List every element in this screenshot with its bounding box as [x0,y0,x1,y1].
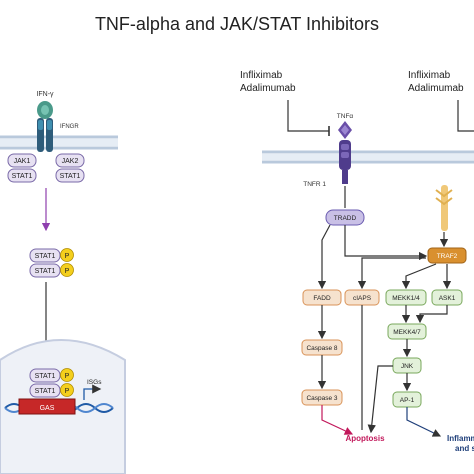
stat1-dimer-bottom: STAT1 P [29,263,74,278]
mekk14-node: MEKK1/4 [385,289,427,306]
svg-text:STAT1: STAT1 [12,173,33,180]
svg-text:TRAF2: TRAF2 [437,253,458,260]
svg-text:P: P [65,388,70,395]
traf2-node: TRAF2 [427,247,467,264]
tnfr2-receptor [435,185,453,231]
tnfr1-receptor [339,140,351,184]
svg-text:JAK2: JAK2 [62,158,79,165]
ap1-to-inflammation [406,407,442,437]
drug-label-left-2: Adalimumab [240,83,296,94]
inflammation-label-2: and s [455,444,474,453]
isgs-label: ISGs [87,379,102,386]
inhibition-line-right [457,100,474,132]
phospho-circle [60,248,74,262]
svg-text:cIAPS: cIAPS [353,295,372,302]
tnf-alpha-ligand [338,121,352,139]
ask1-node: ASK1 [431,289,463,306]
fadd-node: FADD [302,289,342,306]
caspase8-node: Caspase 8 [301,339,343,356]
svg-text:STAT1: STAT1 [60,173,81,180]
drug-label-right-2: Adalimumab [408,83,464,94]
ifn-gamma-ligand [37,101,53,119]
svg-text:FADD: FADD [313,295,331,302]
cell-membrane-left [0,135,118,150]
caspase3-node: Caspase 3 [301,389,343,406]
inflammation-label-1: Inflammation [447,434,474,443]
jak2-pill: JAK2 [55,153,85,168]
svg-text:JNK: JNK [401,363,414,370]
jak1-pill: JAK1 [7,153,37,168]
cell-membrane-right [262,150,474,164]
svg-text:STAT1: STAT1 [35,388,56,395]
svg-text:MEKK4/7: MEKK4/7 [393,329,421,336]
phospho-circle [60,368,74,382]
mekk47-node: MEKK4/7 [387,323,427,340]
tnf-alpha-label: TNFα [337,113,354,120]
stat1-dimer-top: STAT1 P [29,248,74,263]
ciaps-node: cIAPS [344,289,380,306]
svg-text:P: P [65,268,70,275]
svg-text:P: P [65,253,70,260]
tradd-to-fadd [317,224,331,290]
ifngr-receptor [37,118,53,152]
phospho-circle [60,263,74,277]
phospho-circle [60,383,74,397]
ifngr-label: IFNGR [60,124,79,130]
svg-text:STAT1: STAT1 [35,268,56,275]
caspase3-to-apoptosis [321,405,354,435]
svg-text:P: P [65,373,70,380]
svg-text:STAT1: STAT1 [35,373,56,380]
svg-text:ASK1: ASK1 [439,295,456,302]
svg-text:TRADD: TRADD [334,215,357,222]
jak-stat-panel: IFN-γ IFNGR JAK1 JAK2 STAT1 STAT1 [0,91,126,474]
tnf-panel: Infliximab Adalimumab Infliximab Adalimu… [240,70,474,453]
svg-text:JAK1: JAK1 [14,158,31,165]
ap1-node: AP-1 [392,391,422,408]
stat1-nuclear-bottom: STAT1 P [29,383,74,398]
transcription-arrow [83,384,102,400]
traf2-to-ciaps [357,257,426,290]
tradd-to-traf2 [344,225,428,261]
traf2-to-mekk14 [401,263,437,290]
stat1-left-pill: STAT1 [7,168,37,183]
stat1-right-pill: STAT1 [55,168,85,183]
svg-text:Caspase 3: Caspase 3 [306,395,337,402]
svg-text:Caspase 8: Caspase 8 [306,345,337,352]
svg-text:STAT1: STAT1 [35,253,56,260]
diagram-title: TNF-alpha and JAK/STAT Inhibitors [94,14,380,34]
inhibition-line-left [287,100,329,132]
apoptosis-label: Apoptosis [345,434,385,443]
ifn-gamma-label: IFN-γ [36,91,54,98]
gas-promoter: GAS [18,398,76,415]
ask1-to-mekk47 [415,305,448,324]
tnfr1-label: TNFR 1 [303,181,326,188]
drug-label-left-1: Infliximab [240,70,283,81]
tradd-node: TRADD [325,209,365,226]
svg-text:AP-1: AP-1 [400,397,415,404]
jnk-node: JNK [392,357,422,374]
stat1-nuclear-top: STAT1 P [29,368,74,383]
svg-text:MEKK1/4: MEKK1/4 [392,295,420,302]
drug-label-right-1: Infliximab [408,70,451,81]
jnk-to-apoptosis [367,365,393,434]
svg-text:GAS: GAS [40,405,55,412]
